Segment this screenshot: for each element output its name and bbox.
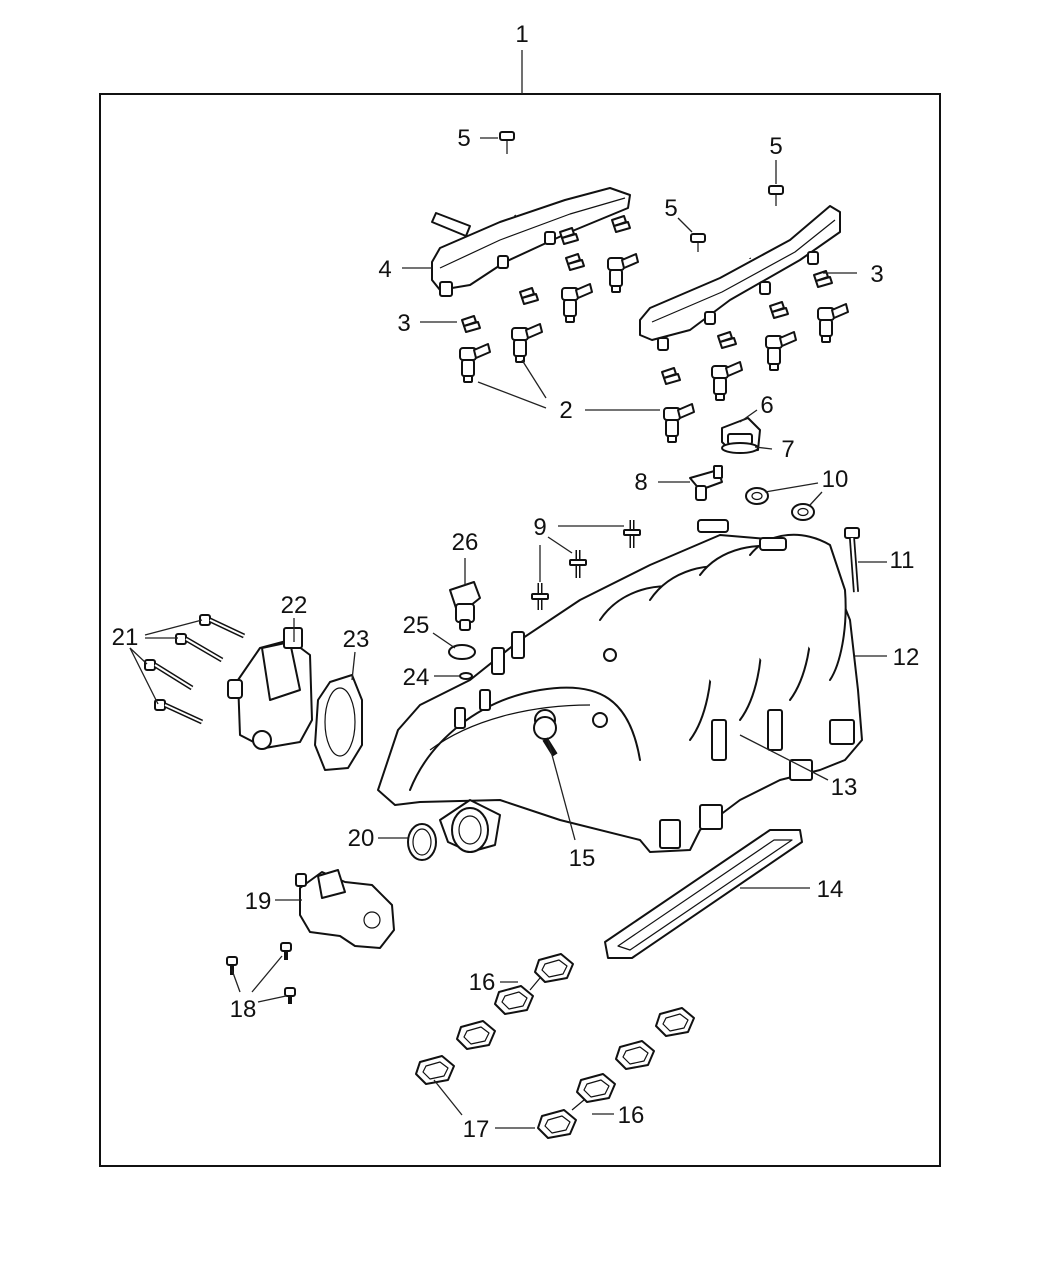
o-ring-large[interactable]: [448, 644, 476, 660]
callout-8: 8: [634, 469, 647, 496]
intake-port-gasket[interactable]: [534, 953, 574, 983]
intake-port-gasket[interactable]: [456, 1020, 496, 1050]
callout-9: 9: [533, 514, 546, 541]
callout-2: 2: [559, 397, 572, 424]
callout-10: 10: [822, 466, 849, 493]
grommets[interactable]: [745, 487, 815, 521]
rail-bolt-left[interactable]: [499, 131, 515, 154]
injector-clip[interactable]: [611, 215, 631, 233]
intake-port-gasket[interactable]: [655, 1007, 695, 1037]
callout-labels: 1 2 3 3 4 5 5 5 6 7 8 9 10 11 12 13 14 1…: [112, 21, 920, 1143]
intake-air-temp-sensor[interactable]: [689, 465, 723, 501]
callout-5-right: 5: [769, 133, 782, 160]
intake-port-gasket[interactable]: [537, 1109, 577, 1139]
injector-clip[interactable]: [661, 367, 681, 385]
throttle-body[interactable]: [227, 627, 313, 750]
callout-3-right: 3: [870, 261, 883, 288]
rail-bolt-right[interactable]: [768, 185, 784, 206]
fuel-injector[interactable]: [511, 323, 543, 363]
intake-port-gasket[interactable]: [615, 1040, 655, 1070]
injector-clip[interactable]: [717, 331, 737, 349]
studs[interactable]: [531, 520, 641, 610]
callout-12: 12: [893, 644, 920, 671]
injector-clip[interactable]: [559, 227, 579, 245]
intake-port-gasket[interactable]: [494, 985, 534, 1015]
fuel-injector[interactable]: [817, 303, 849, 343]
throttle-body-gasket[interactable]: [314, 674, 363, 771]
callout-24: 24: [403, 664, 430, 691]
callout-21: 21: [112, 624, 139, 651]
rail-bolt-center[interactable]: [690, 233, 706, 252]
fuel-injector[interactable]: [607, 253, 639, 293]
callout-3-left: 3: [397, 310, 410, 337]
callout-23: 23: [343, 626, 370, 653]
fuel-injector[interactable]: [459, 343, 491, 383]
callout-18: 18: [230, 996, 257, 1023]
callout-4: 4: [378, 256, 391, 283]
callout-20: 20: [348, 825, 375, 852]
injector-clip[interactable]: [565, 253, 585, 271]
inlet-gasket[interactable]: [407, 823, 437, 861]
valley-gasket[interactable]: [604, 829, 803, 959]
callout-5-center: 5: [664, 195, 677, 222]
injector-clip[interactable]: [769, 301, 789, 319]
callout-16-bottom: 16: [618, 1102, 645, 1129]
callout-6: 6: [760, 392, 773, 419]
callout-19: 19: [245, 888, 272, 915]
injector-clip[interactable]: [813, 270, 833, 288]
fuel-injector[interactable]: [663, 403, 695, 443]
fuel-injectors[interactable]: [459, 253, 849, 443]
fuel-injector[interactable]: [711, 361, 743, 401]
callout-25: 25: [403, 612, 430, 639]
assembly-frame: [99, 93, 941, 1167]
intake-port-gasket[interactable]: [415, 1055, 455, 1085]
map-sensor[interactable]: [721, 417, 761, 454]
callout-26: 26: [452, 529, 479, 556]
o-ring-small[interactable]: [459, 672, 473, 680]
injector-clip[interactable]: [519, 287, 539, 305]
fuel-injector[interactable]: [765, 331, 797, 371]
injector-clips[interactable]: [461, 215, 833, 385]
intake-port-gasket[interactable]: [576, 1073, 616, 1103]
callout-5-left: 5: [457, 125, 470, 152]
long-bolt[interactable]: [844, 527, 860, 593]
callout-22: 22: [281, 592, 308, 619]
callout-15: 15: [569, 845, 596, 872]
fuel-rail[interactable]: [431, 139, 841, 351]
intake-manifold[interactable]: [377, 519, 863, 853]
injector-clip[interactable]: [461, 315, 481, 333]
callout-16-top: 16: [469, 969, 496, 996]
leader-lines: [129, 137, 887, 1129]
callout-13: 13: [831, 774, 858, 801]
port-gaskets[interactable]: [415, 953, 695, 1139]
callout-11: 11: [890, 547, 915, 574]
callout-17: 17: [463, 1116, 490, 1143]
callout-7: 7: [781, 436, 794, 463]
actuator-bolts[interactable]: [226, 942, 296, 1004]
fuel-injector[interactable]: [561, 283, 593, 323]
manifold-tuning-valve[interactable]: [295, 869, 395, 949]
callout-1: 1: [515, 21, 528, 48]
pcv-valve[interactable]: [449, 581, 481, 631]
callout-14: 14: [817, 876, 844, 903]
